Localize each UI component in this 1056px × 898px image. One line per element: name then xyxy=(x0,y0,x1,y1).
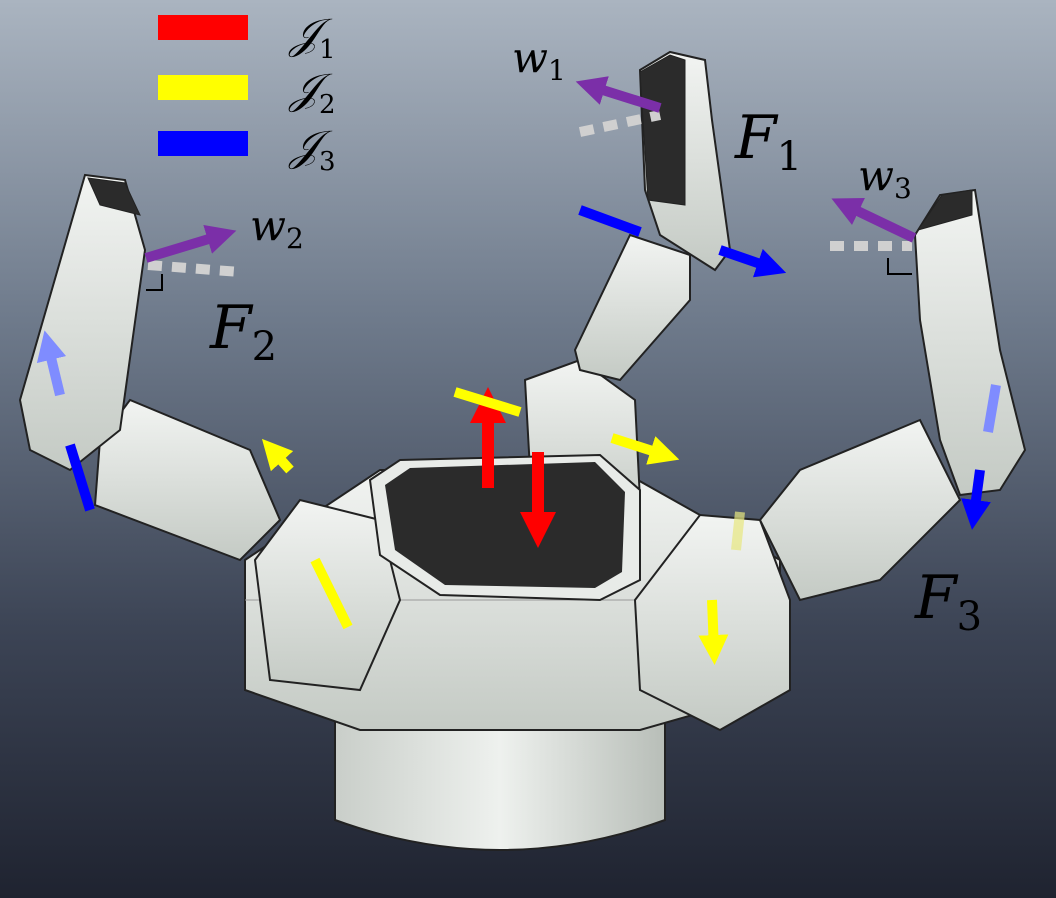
weight-w2 xyxy=(144,224,241,291)
label-w2: w2 xyxy=(250,201,304,255)
joint-group-3-arrows xyxy=(36,205,1001,530)
legend-swatch-j2 xyxy=(158,75,248,100)
legend-label-j1: 𝒥1 xyxy=(288,9,336,65)
legend-swatch-j1 xyxy=(158,15,248,40)
finger-f2 xyxy=(18,173,402,692)
label-f3: F3 xyxy=(914,563,982,640)
legend-label-j3: 𝒥3 xyxy=(288,121,336,177)
label-w1: w1 xyxy=(512,33,566,87)
weight-w1 xyxy=(575,76,662,137)
legend-swatch-j3 xyxy=(158,131,248,156)
legend-label-j2: 𝒥2 xyxy=(288,64,336,120)
label-f2: F2 xyxy=(209,293,277,370)
palm-pad xyxy=(368,453,641,602)
weight-w3 xyxy=(830,197,917,275)
legend: 𝒥1 𝒥2 𝒥3 xyxy=(158,9,336,177)
label-w3: w3 xyxy=(858,151,912,205)
label-f1: F1 xyxy=(734,103,802,180)
joint-group-2-arrows xyxy=(261,387,745,665)
finger-f3 xyxy=(633,188,1027,732)
joint-group-1-arrows xyxy=(470,387,556,548)
